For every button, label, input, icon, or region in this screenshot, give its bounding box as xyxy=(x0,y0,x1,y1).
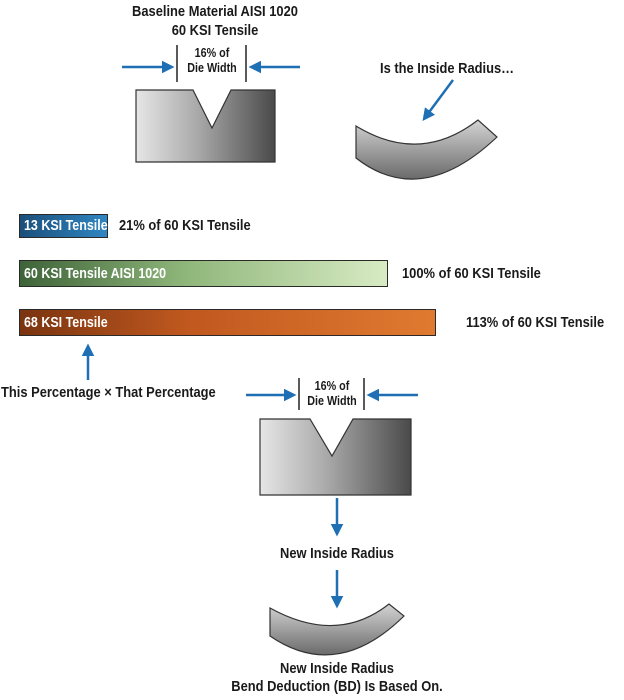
bottom-die-width-label: 16% of Die Width xyxy=(300,379,364,409)
top-die-title-line2: 60 KSI Tensile xyxy=(171,22,259,39)
top-die-width-line1: 16% of xyxy=(194,46,230,60)
bar-68-ksi-label: 68 KSI Tensile xyxy=(24,314,108,331)
final-label-line1: New Inside Radius xyxy=(279,660,394,677)
top-radius-arrow xyxy=(422,79,455,122)
top-die-width-line2: Die Width xyxy=(187,61,237,75)
new-inside-radius-arc xyxy=(269,603,405,656)
bottom-die xyxy=(259,418,412,496)
bottom-die-width-line1: 16% of xyxy=(314,379,350,393)
bar-13-ksi-percent: 21% of 60 KSI Tensile xyxy=(119,217,251,234)
bar-60-ksi: 60 KSI Tensile AISI 1020 xyxy=(19,260,388,287)
formula-label: This Percentage × That Percentage xyxy=(1,384,216,401)
top-inside-radius-arc xyxy=(355,119,498,180)
new-inside-radius-text: New Inside Radius xyxy=(279,545,394,562)
top-die-width-label: 16% of Die Width xyxy=(178,46,246,76)
bottom-die-width-line2: Die Width xyxy=(307,394,357,408)
top-die xyxy=(135,89,276,163)
bar-60-ksi-percent: 100% of 60 KSI Tensile xyxy=(402,265,541,282)
top-die-title-line1: Baseline Material AISI 1020 xyxy=(132,3,298,20)
bar-13-ksi: 13 KSI Tensile xyxy=(19,214,108,238)
final-label-line2: Bend Deduction (BD) Is Based On. xyxy=(231,678,443,695)
bar-68-ksi: 68 KSI Tensile xyxy=(19,309,436,336)
top-radius-label: Is the Inside Radius… xyxy=(380,60,515,77)
bar-68-ksi-percent: 113% of 60 KSI Tensile xyxy=(466,314,605,331)
new-inside-radius-label: New Inside Radius xyxy=(237,545,437,563)
bar-13-ksi-label: 13 KSI Tensile xyxy=(24,218,108,234)
top-die-title: Baseline Material AISI 1020 60 KSI Tensi… xyxy=(100,2,330,40)
final-label: New Inside Radius Bend Deduction (BD) Is… xyxy=(187,660,487,696)
bar-60-ksi-label: 60 KSI Tensile AISI 1020 xyxy=(24,265,167,282)
